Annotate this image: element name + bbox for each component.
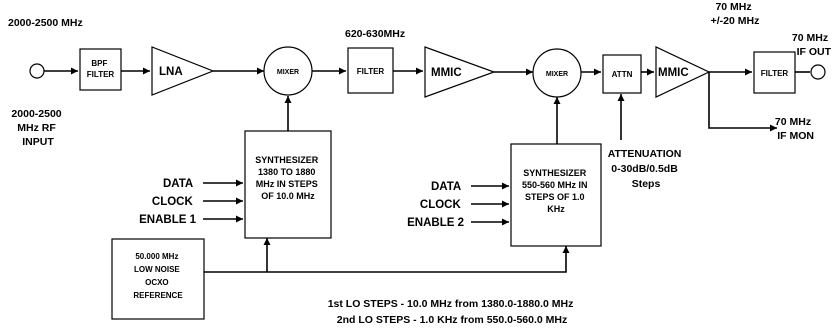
- filter2-block: FILTER: [753, 51, 796, 94]
- attn-block: ATTN: [602, 54, 642, 94]
- svg-text:MMIC: MMIC: [658, 67, 689, 79]
- filter1-block: FILTER: [347, 47, 394, 94]
- mmic2-amplifier: MMIC: [655, 46, 711, 98]
- bpf-filter-block: BPF FILTER: [79, 48, 122, 91]
- svg-text:SYNTHESIZER 1380 TO 1880: SYNTHESIZER 1380 TO 1880 MHz IN STEPS OF…: [255, 155, 321, 201]
- wire-if-mon-tap: [708, 72, 777, 132]
- svg-text:50.000 MHz LOW NOISE: 50.000 MHz LOW NOISE OCXO REFERENCE: [133, 252, 183, 300]
- svg-text:MIXER: MIXER: [277, 69, 299, 76]
- synth2-control-labels: DATA CLOCK ENABLE 2: [407, 181, 464, 229]
- svg-text:SYNTHESIZER 550-560 MHz: SYNTHESIZER 550-560 MHz IN STEPS OF 1.0 …: [522, 168, 590, 214]
- attenuation-label: ATTENUATION 0-30dB/0.5dB Steps: [608, 148, 685, 190]
- first-if-label: 620-630MHz: [345, 28, 405, 40]
- synthesizer1-block: SYNTHESIZER 1380 TO 1880 MHz IN STEPS OF…: [244, 130, 332, 239]
- rf-input-label: 2000-2500 MHz RF INPUT: [11, 108, 64, 148]
- if-out-freq-label: 70 MHz +/-20 MHz: [711, 1, 760, 27]
- if-mon-label: 70 MHz IF MON: [775, 116, 814, 142]
- svg-text:FILTER: FILTER: [761, 69, 789, 78]
- svg-text:BPF FILTER: BPF FILTER: [87, 59, 115, 79]
- svg-text:FILTER: FILTER: [357, 67, 385, 76]
- if-out-label: 70 MHz IF OUT: [792, 32, 832, 58]
- rf-input-port: [29, 63, 45, 79]
- synth1-control-labels: DATA CLOCK ENABLE 1: [139, 178, 196, 226]
- mixer2: MIXER: [532, 48, 582, 98]
- lna-amplifier: LNA: [151, 46, 215, 96]
- mixer1: MIXER: [263, 46, 313, 96]
- synthesizer2-block: SYNTHESIZER 550-560 MHz IN STEPS OF 1.0 …: [510, 143, 602, 247]
- if-out-port: [810, 64, 826, 80]
- svg-text:MMIC: MMIC: [431, 67, 462, 79]
- ocxo-reference-block: 50.000 MHz LOW NOISE OCXO REFERENCE: [111, 238, 205, 320]
- lo-step-notes: 1st LO STEPS - 10.0 MHz from 1380.0-1880…: [328, 298, 577, 326]
- rf-band-label: 2000-2500 MHz: [8, 17, 83, 29]
- svg-text:MIXER: MIXER: [546, 71, 568, 78]
- svg-text:LNA: LNA: [159, 66, 183, 78]
- wire-ref-synth2: [204, 246, 570, 273]
- mmic1-amplifier: MMIC: [424, 46, 496, 98]
- svg-text:ATTN: ATTN: [612, 70, 633, 79]
